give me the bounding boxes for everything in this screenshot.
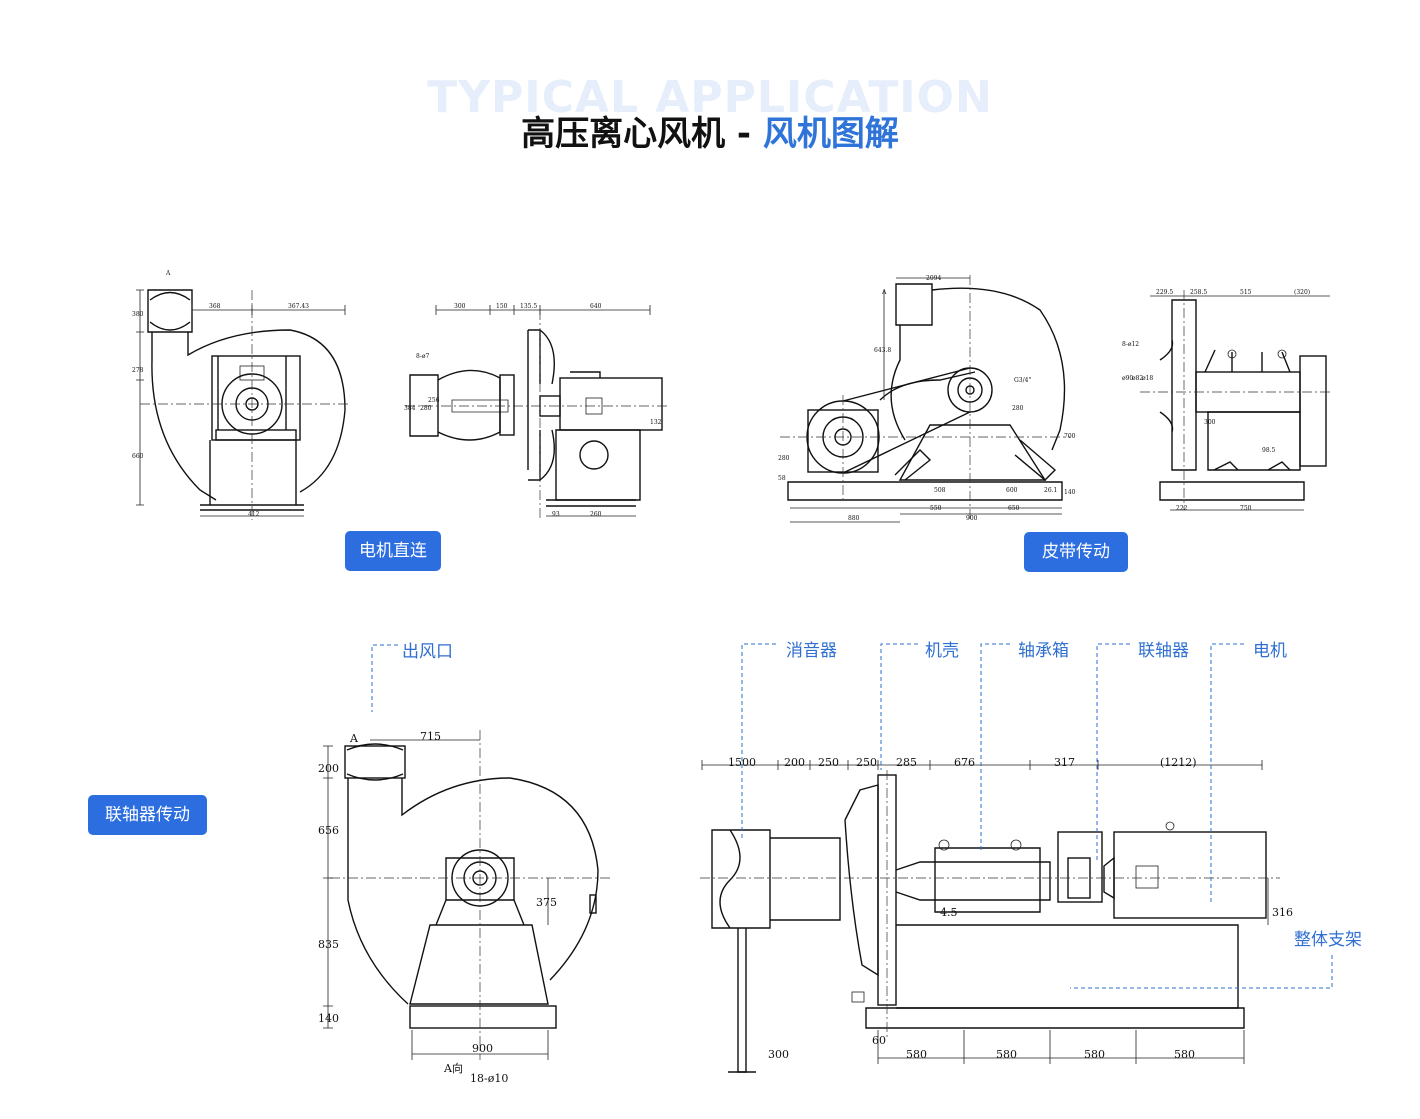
d3-dim-w2: 650 <box>1008 505 1020 512</box>
d4-dim-h1: ø90 <box>1122 375 1133 382</box>
d3-label-a: A <box>881 289 887 296</box>
drawing-belt-front: 2094 A 643.8 G3/4" 280 700 280 58 508 60… <box>778 275 1076 523</box>
d5-dim-h5: 140 <box>318 1012 339 1025</box>
drawing-direct-side: 300 150 135.5 640 8-ø7 384 280 256 132 9… <box>404 303 668 520</box>
callout-frame: 整体支架 <box>1294 930 1362 950</box>
d3-dim-w4: 900 <box>966 515 978 522</box>
d6-dim-t3: 250 <box>818 756 839 769</box>
d4-dim-s: 8-ø12 <box>1122 341 1139 348</box>
d1-label-a: A <box>165 270 171 277</box>
d3-dim-b4: 140 <box>1064 489 1076 496</box>
d5-dim-hole: 18-ø10 <box>470 1072 508 1085</box>
d3-dim-w1: 550 <box>930 505 942 512</box>
d5-dim-w: 715 <box>420 730 441 743</box>
d5-dim-h4: 835 <box>318 938 339 951</box>
d6-dim-b4: 580 <box>1174 1048 1195 1061</box>
d3-dim-h4: 280 <box>778 455 790 462</box>
d6-dim-t7: 317 <box>1054 756 1075 769</box>
d6-dim-t4: 250 <box>856 756 877 769</box>
d5-dim-h3: 375 <box>536 896 557 909</box>
title-accent: 风机图解 <box>762 114 899 154</box>
d3-dim-w3: 880 <box>848 515 860 522</box>
page-title: 高压离心风机 - 风机图解 <box>0 106 1420 155</box>
d3-dim-h5: 58 <box>778 475 786 482</box>
d2-dim-r: 132 <box>650 419 662 426</box>
callout-coupling: 联轴器 <box>1138 641 1189 661</box>
d3-dim-h2: 280 <box>1012 405 1024 412</box>
d2-dim-h2: 280 <box>420 405 432 412</box>
d1-dim-h3: 660 <box>132 453 144 460</box>
d2-dim-b1: 93 <box>552 511 560 518</box>
d5-dim-h2: 656 <box>318 824 339 837</box>
d4-dim-b2: 750 <box>1240 505 1252 512</box>
title-main: 高压离心风机 - <box>521 114 763 154</box>
d6-dim-g: 4.5 <box>940 906 958 919</box>
d2-dim-h3: 256 <box>428 397 440 404</box>
drawing-belt-side: 229.5 258.5 515 (320) 8-ø12 ø90 ø82 ø18 … <box>1122 289 1330 512</box>
d5-dim-h1: 200 <box>318 762 339 775</box>
d6-dim-h1: 316 <box>1272 906 1293 919</box>
d4-dim-t1: 229.5 <box>1156 289 1173 296</box>
d4-dim-t4: (320) <box>1294 289 1310 296</box>
coupling-drive-button[interactable]: 联轴器传动 <box>88 795 207 835</box>
d1-dim-h1: 380 <box>132 311 144 318</box>
drawing-direct-front: A 368 367.43 380 278 660 412 <box>132 270 350 520</box>
d6-dim-t2: 200 <box>784 756 805 769</box>
d6-dim-b3: 580 <box>1084 1048 1105 1061</box>
drawing-coupling-front: A 715 200 656 375 835 140 900 A向 18-ø10 <box>318 730 610 1085</box>
d1-dim-h2: 278 <box>132 367 144 374</box>
d3-dim-b3: 26.1 <box>1044 487 1057 494</box>
callout-bearing-box: 轴承箱 <box>1018 641 1069 661</box>
d4-dim-k: 98.5 <box>1262 447 1276 454</box>
d3-dim-g: G3/4" <box>1014 377 1031 384</box>
d4-dim-t2: 258.5 <box>1190 289 1207 296</box>
belt-drive-button[interactable]: 皮带传动 <box>1024 532 1128 572</box>
callout-motor: 电机 <box>1253 641 1287 661</box>
callout-casing: 机壳 <box>925 641 959 661</box>
d1-dim-w2: 367.43 <box>288 303 309 310</box>
d2-dim-s: 8-ø7 <box>416 353 429 360</box>
d6-dim-b1: 580 <box>906 1048 927 1061</box>
background-title: TYPICAL APPLICATION <box>427 72 993 123</box>
d6-dim-b0: 60 <box>872 1034 886 1047</box>
d3-dim-h1: 643.8 <box>874 347 891 354</box>
d2-dim-h1: 384 <box>404 405 416 412</box>
d5-dim-b: 900 <box>472 1042 493 1055</box>
drawing-coupling-side: 1500 200 250 250 285 676 317 (1212) 4.5 … <box>700 756 1293 1073</box>
d6-dim-h2: 300 <box>768 1048 789 1061</box>
d1-dim-w1: 368 <box>209 303 221 310</box>
d4-dim-t3: 515 <box>1240 289 1252 296</box>
d2-dim-t2: 150 <box>496 303 508 310</box>
d3-dim-b2: 600 <box>1006 487 1018 494</box>
d4-dim-b1: 222 <box>1176 505 1188 512</box>
d5-label-dir: A向 <box>443 1061 463 1075</box>
d2-dim-b2: 260 <box>590 511 602 518</box>
callout-outlet: 出风口 <box>402 642 453 662</box>
d6-dim-t6: 676 <box>954 756 975 769</box>
d6-dim-t1: 1500 <box>728 756 756 769</box>
d4-dim-h3: ø18 <box>1142 375 1153 382</box>
d6-dim-b2: 580 <box>996 1048 1017 1061</box>
d4-dim-h2: ø82 <box>1132 375 1143 382</box>
d4-dim-m: 300 <box>1204 419 1216 426</box>
d3-dim-b1: 508 <box>934 487 946 494</box>
d2-dim-t3: 135.5 <box>520 303 537 310</box>
callout-leaders <box>371 643 1333 989</box>
d3-dim-h3: 700 <box>1064 433 1076 440</box>
d6-dim-t5: 285 <box>896 756 917 769</box>
d6-dim-t8: (1212) <box>1160 756 1197 769</box>
callout-silencer: 消音器 <box>786 641 837 661</box>
d2-dim-t1: 300 <box>454 303 466 310</box>
d3-dim-t: 2094 <box>926 275 941 282</box>
d5-label-a: A <box>349 732 359 745</box>
d2-dim-t4: 640 <box>590 303 602 310</box>
direct-drive-button[interactable]: 电机直连 <box>345 531 441 571</box>
d1-dim-b: 412 <box>248 511 260 518</box>
